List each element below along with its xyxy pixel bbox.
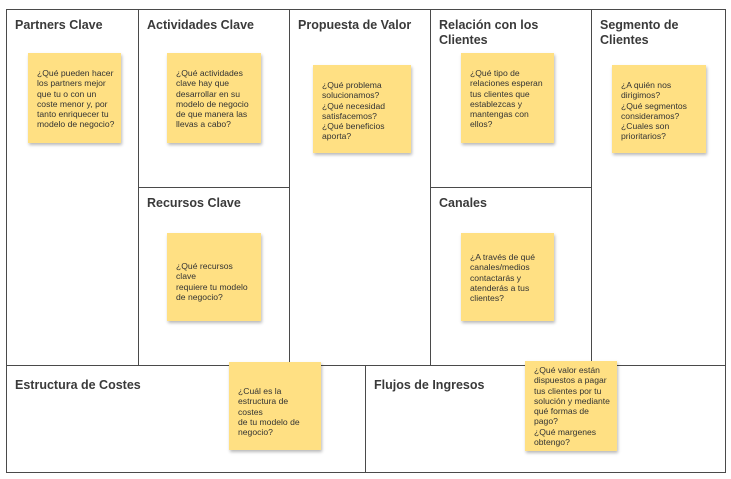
costes-sticky-note: ¿Cuál es la estructura de costes de tu m…: [229, 362, 321, 450]
relacion-sticky-note: ¿Qué tipo de relaciones esperan tus clie…: [461, 53, 554, 143]
propuesta-sticky-note: ¿Qué problema solucionamos? ¿Qué necesid…: [313, 65, 411, 153]
actividades-block: Actividades Clave: [138, 9, 291, 189]
costes-title: Estructura de Costes: [15, 378, 141, 392]
recursos-title: Recursos Clave: [147, 196, 241, 210]
canales-sticky-note: ¿A través de qué canales/medios contacta…: [461, 233, 554, 321]
partners-title: Partners Clave: [15, 18, 103, 32]
segmento-block: Segmento de Clientes: [591, 9, 726, 367]
propuesta-block: Propuesta de Valor: [289, 9, 432, 367]
ingresos-sticky-note: ¿Qué valor están dispuestos a pagar tus …: [525, 361, 617, 451]
actividades-sticky-note: ¿Qué actividades clave hay que desarroll…: [167, 53, 261, 143]
ingresos-title: Flujos de Ingresos: [374, 378, 485, 392]
partners-sticky-note: ¿Qué pueden hacer los partners mejor que…: [28, 53, 121, 143]
canales-title: Canales: [439, 196, 487, 210]
recursos-sticky-note: ¿Qué recursos clave requiere tu modelo d…: [167, 233, 261, 321]
relacion-title: Relación con los Clientes: [439, 18, 539, 47]
actividades-title: Actividades Clave: [147, 18, 254, 32]
propuesta-title: Propuesta de Valor: [298, 18, 412, 32]
segmento-sticky-note: ¿A quién nos dirigimos? ¿Qué segmentos c…: [612, 65, 706, 153]
segmento-title: Segmento de Clientes: [600, 18, 679, 47]
